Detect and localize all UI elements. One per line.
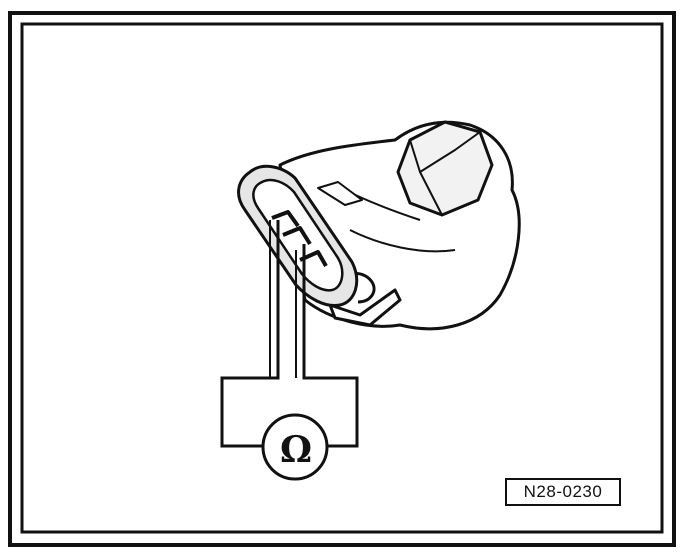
ohm-symbol: Ω <box>279 429 313 471</box>
hex-head <box>396 120 494 217</box>
lead-right <box>302 244 359 448</box>
pin-1 <box>271 210 300 228</box>
locking-clip <box>328 288 402 327</box>
lead-left <box>220 220 280 448</box>
ohmmeter-icon <box>261 413 329 481</box>
pin-2 <box>282 226 312 246</box>
connector-tab <box>317 181 363 206</box>
figure-reference-code: N28-0230 <box>505 478 621 506</box>
test-leads <box>220 220 359 448</box>
inner-frame <box>20 22 664 534</box>
sensor-connector-icon <box>237 120 521 331</box>
outer-frame <box>8 11 676 547</box>
pin-3 <box>299 250 328 267</box>
